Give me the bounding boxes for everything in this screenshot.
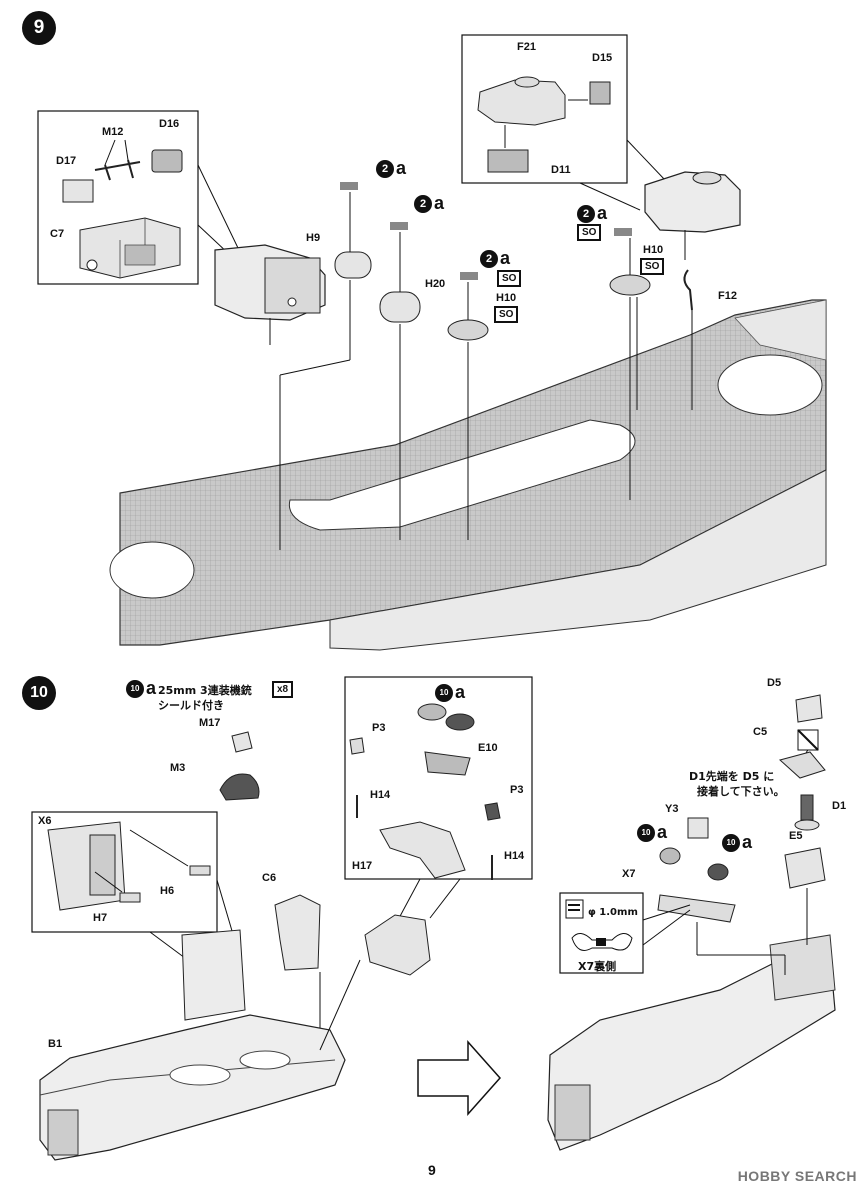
label-h14-b: H14	[504, 850, 525, 862]
leader-lines-9	[279, 192, 693, 550]
part-c6	[274, 894, 321, 971]
label-h7: H7	[93, 912, 108, 924]
part-h10-b	[609, 274, 651, 296]
label-m3: M3	[170, 762, 186, 774]
deck-planks	[734, 299, 827, 361]
label-b1: B1	[48, 1038, 63, 1050]
label-h20: H20	[425, 278, 446, 290]
label-h14-a: H14	[370, 789, 391, 801]
part-m12	[94, 159, 141, 181]
note-d1-line1: D1先端を D5 に	[689, 770, 775, 783]
so-badge-4: SO	[640, 258, 665, 275]
part-p3-b	[484, 802, 501, 821]
page-number: 9	[428, 1162, 436, 1178]
part-p3-a	[349, 737, 365, 755]
label-h6: H6	[160, 885, 175, 897]
part-y3	[687, 817, 709, 839]
part-h6	[189, 865, 211, 876]
label-e10: E10	[478, 742, 498, 754]
part-d15	[589, 81, 611, 105]
part-h20	[379, 291, 421, 323]
label-x6: X6	[38, 815, 52, 827]
part-h17	[379, 821, 466, 879]
part-m3	[219, 773, 260, 801]
so-badge-3: SO	[577, 224, 602, 241]
part-x7	[657, 894, 736, 923]
note-d1-line2: 接着して下さい。	[697, 785, 785, 798]
step-10-marker: 10	[22, 676, 56, 710]
label-h10-a: H10	[496, 292, 517, 304]
barbette-right	[717, 354, 823, 416]
label-h10-b: H10	[643, 244, 664, 256]
label-d16: D16	[159, 118, 180, 130]
hull-side	[329, 469, 827, 651]
part-d17	[62, 179, 94, 203]
part-f12	[683, 269, 693, 311]
label-d17: D17	[56, 155, 77, 167]
part-e5	[784, 847, 826, 889]
part-h10-a	[447, 319, 489, 341]
label-p3-a: P3	[372, 722, 386, 734]
part-b1	[39, 1014, 346, 1161]
label-d15: D15	[592, 52, 613, 64]
label-y3: Y3	[665, 803, 679, 815]
note-10a-line2: シールド付き	[158, 699, 224, 712]
part-x6-assembled	[181, 929, 246, 1021]
so-badge-2: SO	[494, 306, 519, 323]
label-c7: C7	[50, 228, 65, 240]
label-m12: M12	[102, 126, 124, 138]
label-d11: D11	[551, 164, 571, 176]
part-d5	[795, 694, 823, 723]
label-x7-underside: X7裏側	[578, 960, 617, 973]
part-h7	[119, 892, 141, 903]
label-x7: X7	[622, 868, 636, 880]
part-10a-left	[659, 847, 681, 865]
so-badge-1: SO	[497, 270, 522, 287]
label-h9: H9	[306, 232, 321, 244]
label-p3-b: P3	[510, 784, 524, 796]
label-e5: E5	[789, 830, 803, 842]
part-d16	[151, 149, 183, 173]
turret-assembly-right	[644, 171, 741, 233]
part-d11	[487, 149, 529, 173]
label-f12: F12	[718, 290, 737, 302]
label-f21: F21	[517, 41, 536, 53]
label-d5: D5	[767, 677, 782, 689]
label-h17: H17	[352, 860, 373, 872]
step-9-marker: 9	[22, 11, 56, 45]
part-10a-right	[707, 863, 729, 881]
deck-opening	[288, 419, 636, 531]
barbette-left	[109, 541, 195, 599]
part-m17	[231, 731, 253, 753]
part-h9	[334, 251, 372, 279]
watermark-logo: HOBBY SEARCH	[737, 1168, 857, 1184]
mount-assembled	[364, 914, 431, 976]
note-10a-line1: 25mm 3連装機銃	[158, 684, 252, 697]
label-c6: C6	[262, 872, 277, 884]
label-d1: D1	[832, 800, 847, 812]
drill-size-label: φ 1.0mm	[588, 907, 638, 918]
label-m17: M17	[199, 717, 221, 729]
part-c5	[778, 751, 826, 779]
part-e10	[424, 751, 471, 776]
part-d1	[800, 794, 814, 821]
quantity-badge: x8	[272, 681, 294, 698]
step-arrow	[417, 1040, 502, 1116]
label-c5: C5	[753, 726, 768, 738]
